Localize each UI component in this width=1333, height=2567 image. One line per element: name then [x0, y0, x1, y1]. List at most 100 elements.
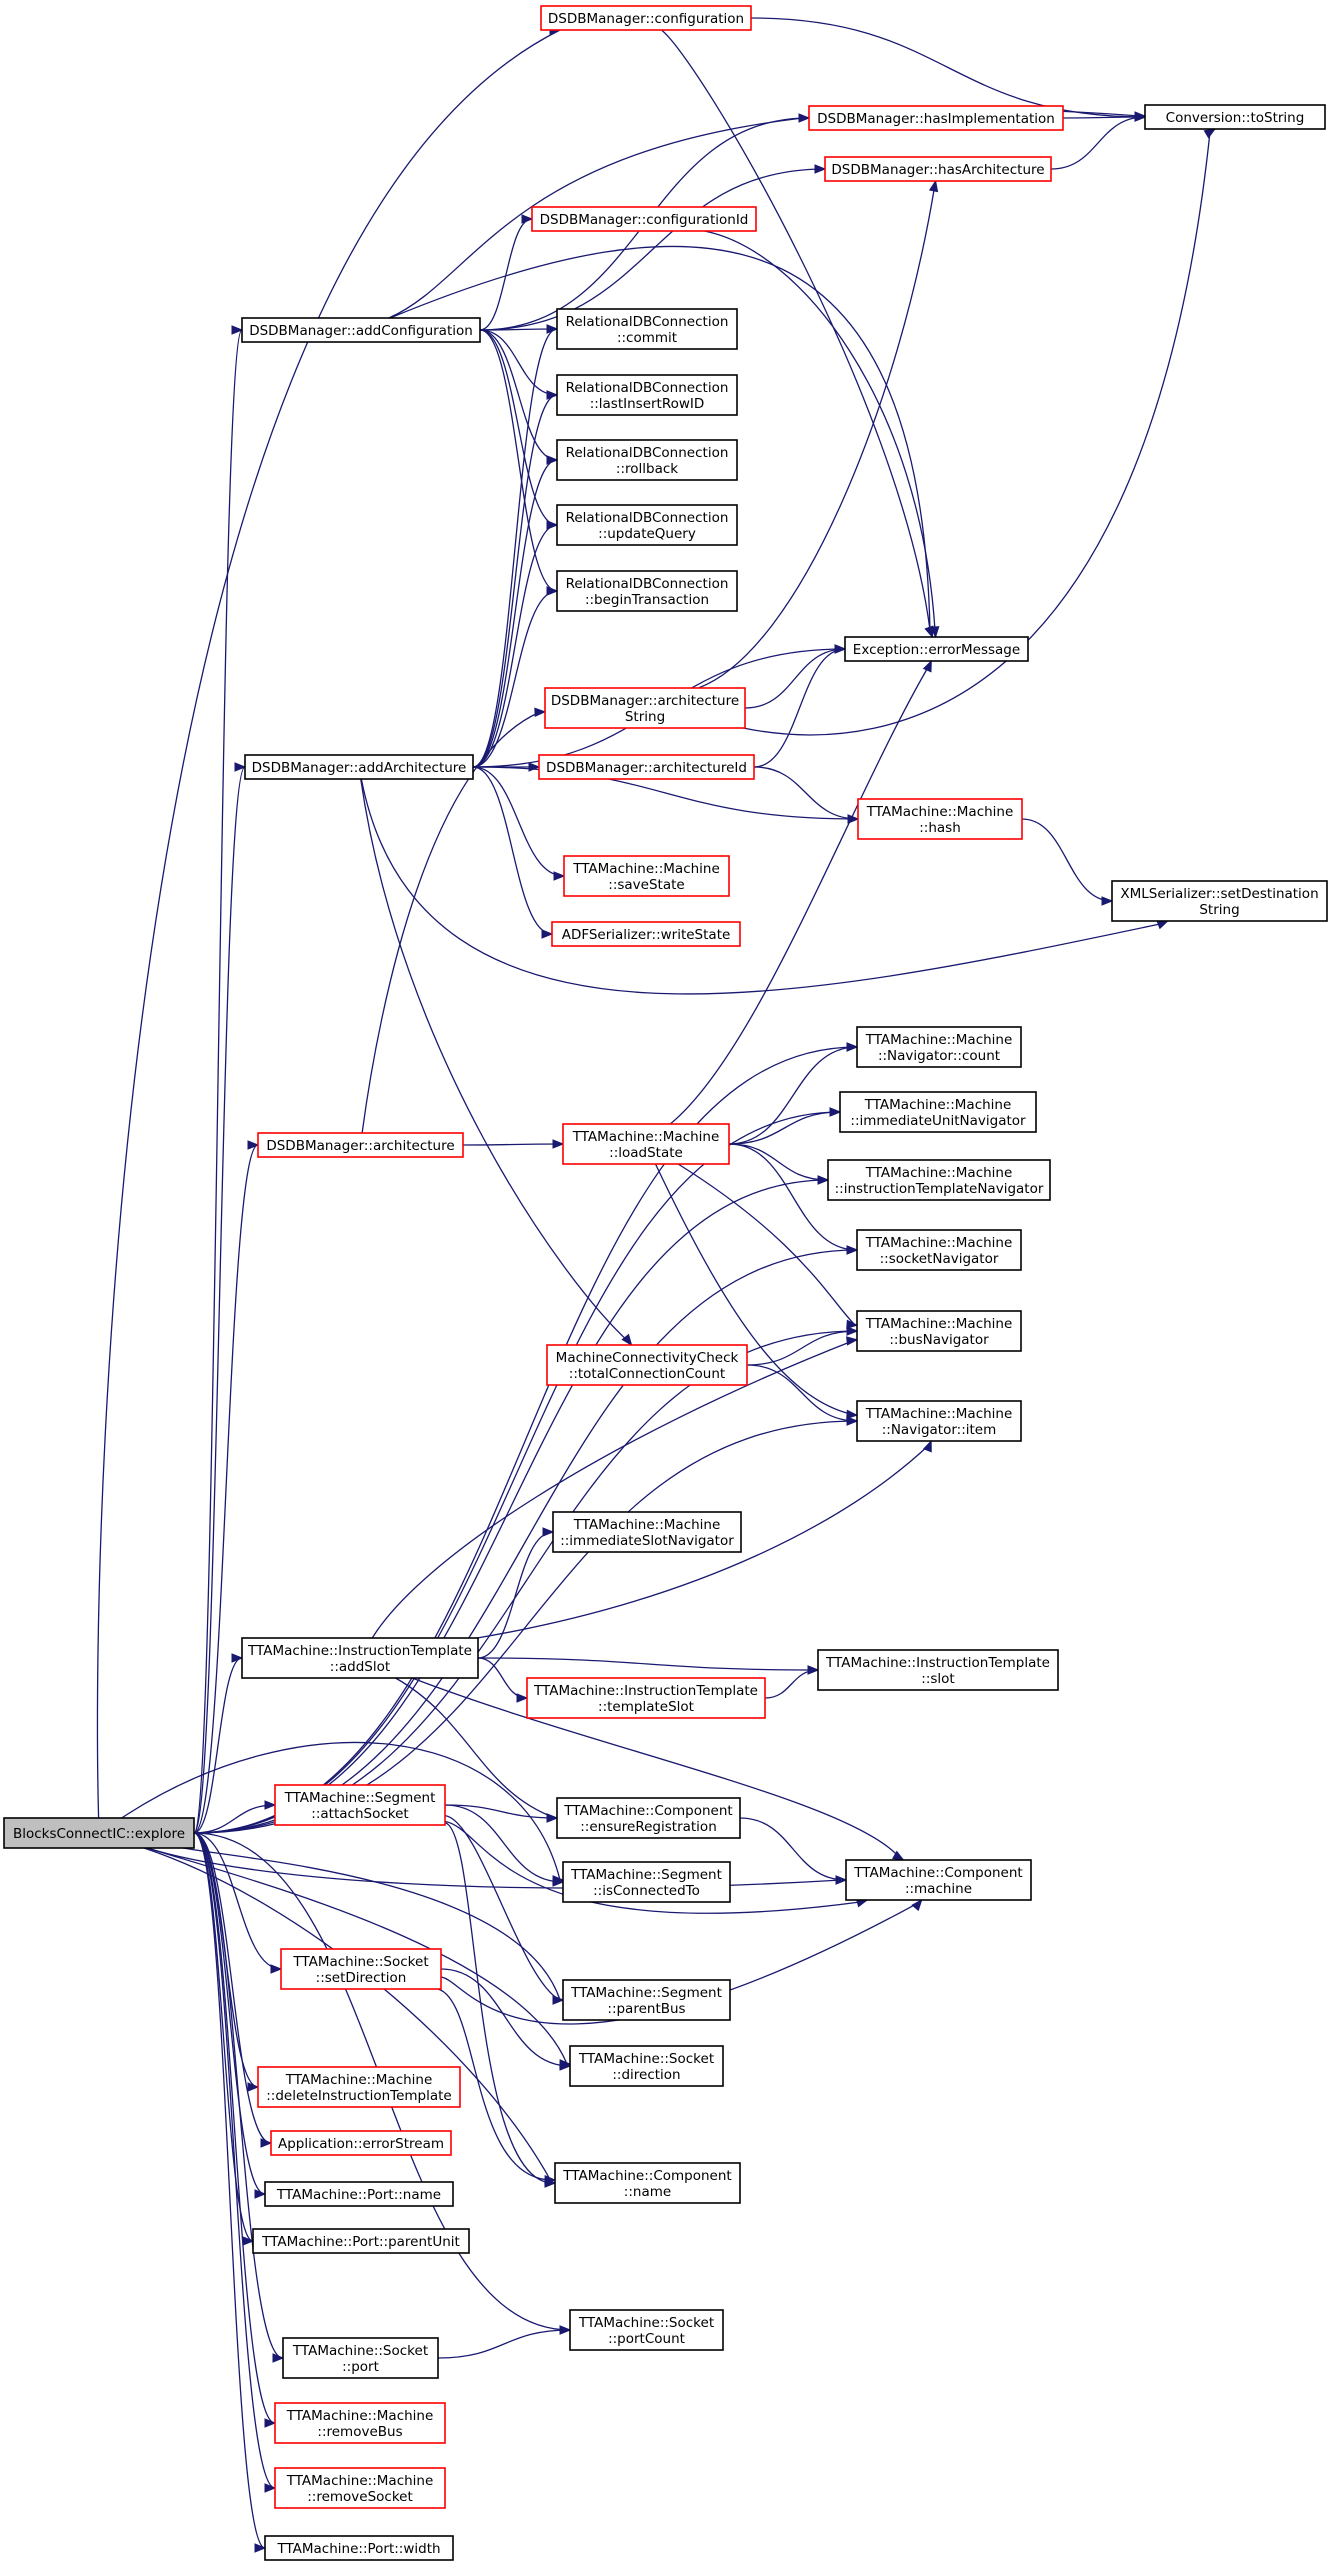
node-comp_name[interactable]: TTAMachine::Component::name — [554, 2162, 741, 2204]
node-bus_nav[interactable]: TTAMachine::Machine::busNavigator — [856, 1310, 1022, 1352]
node-dsdb_archid[interactable]: DSDBManager::architectureId — [538, 754, 755, 780]
node-sock_port[interactable]: TTAMachine::Socket::port — [282, 2337, 439, 2379]
edge-sock_setdir-to-comp_machine — [440, 1899, 923, 2025]
node-sock_portcount[interactable]: TTAMachine::Socket::portCount — [569, 2309, 724, 2351]
node-it_tmplslot[interactable]: TTAMachine::InstructionTemplate::templat… — [526, 1677, 766, 1719]
node-label: ::templateSlot — [598, 1699, 694, 1715]
node-seg_attach[interactable]: TTAMachine::Segment::attachSocket — [274, 1784, 446, 1826]
node-box — [264, 2535, 454, 2561]
nodes-layer: BlocksConnectIC::explore DSDBManager::con… — [3, 5, 1328, 2561]
node-box — [3, 1817, 195, 1849]
arrowhead-it_addslot-to-it_tmplslot — [516, 1693, 529, 1703]
node-seg_parentbus[interactable]: TTAMachine::Segment::parentBus — [562, 1979, 731, 2021]
node-adf_writestate[interactable]: ADFSerializer::writeState — [551, 921, 741, 947]
node-tta_hash[interactable]: TTAMachine::Machine::hash — [857, 798, 1023, 840]
node-label: TTAMachine::Socket — [578, 2315, 714, 2331]
edge-root-to-port_parentunit — [193, 1832, 254, 2242]
node-tta_removesocket[interactable]: TTAMachine::Machine::removeSocket — [274, 2467, 446, 2509]
node-dsdb_hasarch[interactable]: DSDBManager::hasArchitecture — [824, 156, 1052, 182]
edge-tta_loadstate-to-socket_nav — [728, 1143, 858, 1251]
node-label: String — [1199, 902, 1239, 918]
edge-sock_setdir-to-comp_name — [437, 1988, 556, 2181]
node-mcc_total[interactable]: MachineConnectivityCheck::totalConnectio… — [546, 1344, 748, 1386]
node-dsdb_config[interactable]: DSDBManager::configuration — [540, 5, 752, 31]
node-tta_savestate[interactable]: TTAMachine::Machine::saveState — [563, 855, 730, 897]
node-dsdb_configid[interactable]: DSDBManager::configurationId — [531, 206, 757, 232]
node-comp_ensure[interactable]: TTAMachine::Component::ensureRegistratio… — [556, 1797, 741, 1839]
node-seg_isconn[interactable]: TTAMachine::Segment::isConnectedTo — [562, 1861, 731, 1903]
node-rdb_rollback[interactable]: RelationalDBConnection::rollback — [556, 439, 738, 481]
edge-dsdb_addarch-to-rdb_commit — [472, 328, 558, 768]
node-label: TTAMachine::Machine — [286, 2473, 434, 2489]
node-label: TTAMachine::Segment — [284, 1790, 436, 1806]
node-rdb_lastid[interactable]: RelationalDBConnection::lastInsertRowID — [556, 374, 738, 416]
node-box — [257, 1132, 464, 1158]
node-dsdb_addarch[interactable]: DSDBManager::addArchitecture — [244, 754, 474, 780]
node-box — [824, 156, 1052, 182]
arrowhead-seg_attach-to-seg_isconn — [552, 1877, 565, 1887]
arrowhead-tta_loadstate-to-nav_item — [846, 1409, 859, 1420]
node-root[interactable]: BlocksConnectIC::explore — [3, 1817, 195, 1849]
edge-it_addslot-to-it_slot — [477, 1657, 819, 1671]
node-instr_tmpl_nav[interactable]: TTAMachine::Machine::instructionTemplate… — [827, 1159, 1051, 1201]
node-label: ::deleteInstructionTemplate — [266, 2088, 451, 2104]
node-box — [241, 317, 481, 343]
node-label: ::rollback — [616, 461, 678, 477]
edge-root-to-comp_machine — [146, 1847, 846, 1889]
node-dsdb_addconfig[interactable]: DSDBManager::addConfiguration — [241, 317, 481, 343]
node-port_width[interactable]: TTAMachine::Port::width — [264, 2535, 454, 2561]
node-label: ::machine — [905, 1881, 972, 1897]
arrowhead-root-to-sock_port — [272, 2353, 285, 2363]
node-box — [552, 1511, 742, 1553]
node-tta_loadstate[interactable]: TTAMachine::Machine::loadState — [562, 1123, 730, 1165]
edge-dsdb_addconfig-to-exc_errmsg — [389, 245, 934, 638]
node-box — [827, 1159, 1051, 1201]
node-box — [856, 1310, 1022, 1352]
node-port_parentunit[interactable]: TTAMachine::Port::parentUnit — [252, 2228, 470, 2254]
node-imm_slot_nav[interactable]: TTAMachine::Machine::immediateSlotNaviga… — [552, 1511, 742, 1553]
node-label: TTAMachine::InstructionTemplate — [825, 1655, 1050, 1671]
node-nav_count[interactable]: TTAMachine::Machine::Navigator::count — [856, 1026, 1022, 1068]
edge-root-to-sock_port — [193, 1832, 284, 2359]
node-it_slot[interactable]: TTAMachine::InstructionTemplate::slot — [817, 1649, 1059, 1691]
node-box — [817, 1649, 1059, 1691]
arrowhead-dsdb_addconfig-to-conv_tostring — [1134, 111, 1147, 121]
node-socket_nav[interactable]: TTAMachine::Machine::socketNavigator — [856, 1229, 1022, 1271]
node-label: TTAMachine::Machine — [285, 2072, 433, 2088]
node-imm_unit_nav[interactable]: TTAMachine::Machine::immediateUnitNaviga… — [839, 1091, 1037, 1133]
node-conv_tostring[interactable]: Conversion::toString — [1144, 104, 1326, 130]
node-label: ::lastInsertRowID — [590, 396, 705, 412]
edge-dsdb_addarch-to-adf_writestate — [472, 766, 553, 935]
node-rdb_begin[interactable]: RelationalDBConnection::beginTransaction — [556, 570, 738, 612]
node-it_addslot[interactable]: TTAMachine::InstructionTemplate::addSlot — [241, 1637, 479, 1679]
edge-dsdb_addarch-to-rdb_update — [472, 524, 558, 768]
node-rdb_update[interactable]: RelationalDBConnection::updateQuery — [556, 504, 738, 546]
node-box — [856, 1229, 1022, 1271]
node-rdb_commit[interactable]: RelationalDBConnection::commit — [556, 308, 738, 350]
node-box — [569, 2309, 724, 2351]
node-dsdb_arch[interactable]: DSDBManager::architecture — [257, 1132, 464, 1158]
node-nav_item[interactable]: TTAMachine::Machine::Navigator::item — [856, 1400, 1022, 1442]
node-comp_machine[interactable]: TTAMachine::Component::machine — [845, 1859, 1032, 1901]
node-label: ::ensureRegistration — [580, 1819, 717, 1835]
node-tta_delinstr[interactable]: TTAMachine::Machine::deleteInstructionTe… — [257, 2066, 461, 2108]
node-app_errstream[interactable]: Application::errorStream — [270, 2130, 452, 2156]
node-port_name[interactable]: TTAMachine::Port::name — [264, 2181, 454, 2207]
node-tta_removebus[interactable]: TTAMachine::Machine::removeBus — [274, 2402, 446, 2444]
node-label: ::isConnectedTo — [593, 1883, 700, 1899]
node-dsdb_hasimpl[interactable]: DSDBManager::hasImplementation — [808, 105, 1064, 131]
node-label: TTAMachine::Machine — [573, 1517, 721, 1533]
node-label: ::port — [342, 2359, 379, 2375]
node-box — [526, 1677, 766, 1719]
node-sock_dir[interactable]: TTAMachine::Socket::direction — [569, 2045, 724, 2087]
node-box — [274, 1784, 446, 1826]
node-label: TTAMachine::Component — [562, 2168, 731, 2184]
node-sock_setdir[interactable]: TTAMachine::Socket::setDirection — [280, 1948, 442, 1990]
node-exc_errmsg[interactable]: Exception::errorMessage — [844, 636, 1029, 662]
node-box — [282, 2337, 439, 2379]
node-box — [264, 2181, 454, 2207]
edge-root-to-port_width — [193, 1832, 266, 2549]
node-label: ::updateQuery — [598, 526, 696, 542]
